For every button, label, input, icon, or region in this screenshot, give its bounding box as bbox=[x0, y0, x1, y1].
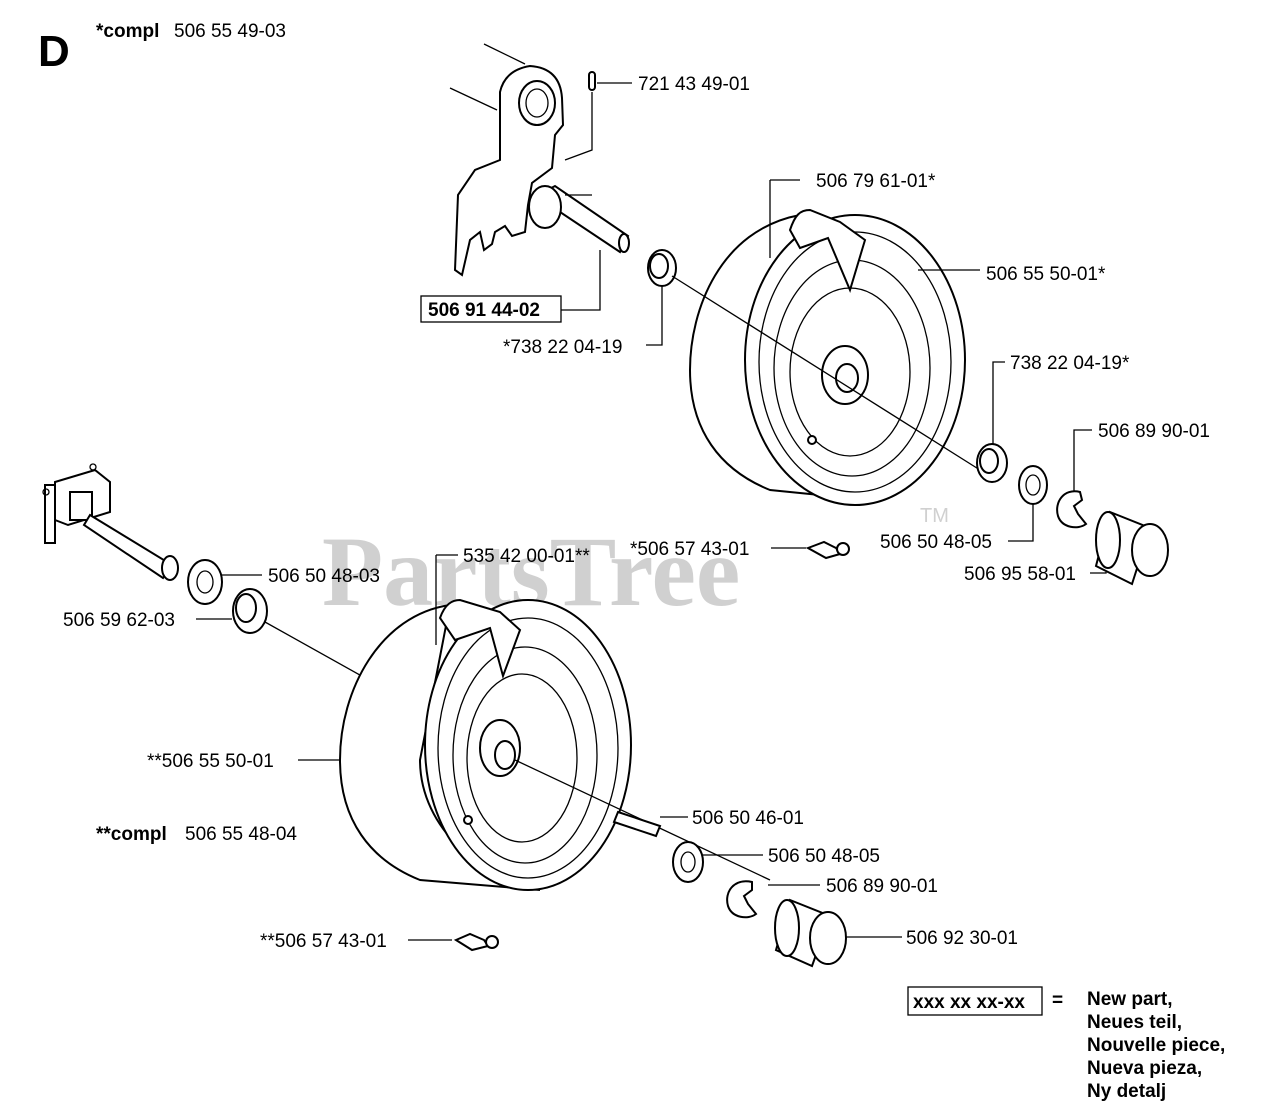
legend-box-text: xxx xx xx-xx bbox=[913, 992, 1025, 1013]
legend-line-1: New part, bbox=[1087, 989, 1173, 1010]
watermark-tm: TM bbox=[920, 505, 949, 527]
bushing-right bbox=[976, 443, 1008, 483]
label-506-92-30-01: 506 92 30-01 bbox=[906, 928, 1018, 949]
spacer-left bbox=[232, 588, 268, 634]
legend-line-3: Nouvelle piece, bbox=[1087, 1035, 1225, 1056]
legend-equals: = bbox=[1052, 990, 1063, 1011]
label-506-89-90-01-bot: 506 89 90-01 bbox=[826, 876, 938, 897]
legend-box bbox=[907, 986, 1043, 1016]
compl-top-prefix: *compl bbox=[96, 21, 159, 42]
label-506-55-50-01-bot: **506 55 50-01 bbox=[147, 751, 274, 772]
legend-line-5: Ny detalj bbox=[1087, 1081, 1166, 1102]
label-506-50-46-01: 506 50 46-01 bbox=[692, 808, 804, 829]
label-506-57-43-01-bot: **506 57 43-01 bbox=[260, 931, 387, 952]
label-506-55-50-01-top: 506 55 50-01* bbox=[986, 264, 1106, 285]
key-bottom bbox=[612, 810, 662, 838]
label-506-59-62-03: 506 59 62-03 bbox=[63, 610, 175, 631]
label-535-42-00-01: 535 42 00-01** bbox=[463, 546, 590, 567]
legend-line-2: Neues teil, bbox=[1087, 1012, 1182, 1033]
bushing-top bbox=[647, 249, 677, 287]
washer-left bbox=[187, 559, 223, 605]
pin-part bbox=[588, 71, 596, 91]
label-506-89-90-01-top: 506 89 90-01 bbox=[1098, 421, 1210, 442]
washer-right bbox=[1018, 465, 1048, 505]
label-506-95-58-01: 506 95 58-01 bbox=[964, 564, 1076, 585]
cap-bottom bbox=[774, 898, 847, 968]
label-738-22-04-19-b: 738 22 04-19* bbox=[1010, 353, 1130, 374]
new-part-box-506-91-44-02 bbox=[420, 295, 562, 323]
label-506-50-48-03: 506 50 48-03 bbox=[268, 566, 380, 587]
clip-bottom bbox=[726, 880, 758, 919]
label-721-43-49-01: 721 43 49-01 bbox=[638, 74, 750, 95]
label-506-57-43-01-top: *506 57 43-01 bbox=[630, 539, 749, 560]
label-506-50-48-05-top: 506 50 48-05 bbox=[880, 532, 992, 553]
cap-right bbox=[1094, 510, 1169, 586]
section-letter: D bbox=[38, 27, 70, 76]
label-506-50-48-05-bot: 506 50 48-05 bbox=[768, 846, 880, 867]
axis-line-top bbox=[671, 275, 981, 471]
label-506-91-44-02: 506 91 44-02 bbox=[428, 300, 540, 321]
axle-bracket bbox=[449, 43, 630, 277]
left-axle bbox=[42, 463, 179, 581]
wheel-bottom bbox=[338, 598, 632, 891]
wing-clip-top bbox=[805, 540, 850, 560]
compl-bottom-prefix: **compl bbox=[96, 824, 167, 845]
legend-line-4: Nueva pieza, bbox=[1087, 1058, 1202, 1079]
compl-top-number: 506 55 49-03 bbox=[174, 21, 286, 42]
clip-right bbox=[1056, 490, 1088, 529]
wheel-top bbox=[688, 208, 966, 506]
compl-bottom-number: 506 55 48-04 bbox=[185, 824, 297, 845]
wing-clip-bottom bbox=[453, 932, 499, 952]
label-506-79-61-01: 506 79 61-01* bbox=[816, 171, 936, 192]
label-738-22-04-19-a: *738 22 04-19 bbox=[503, 337, 622, 358]
washer-bottom bbox=[672, 841, 704, 883]
